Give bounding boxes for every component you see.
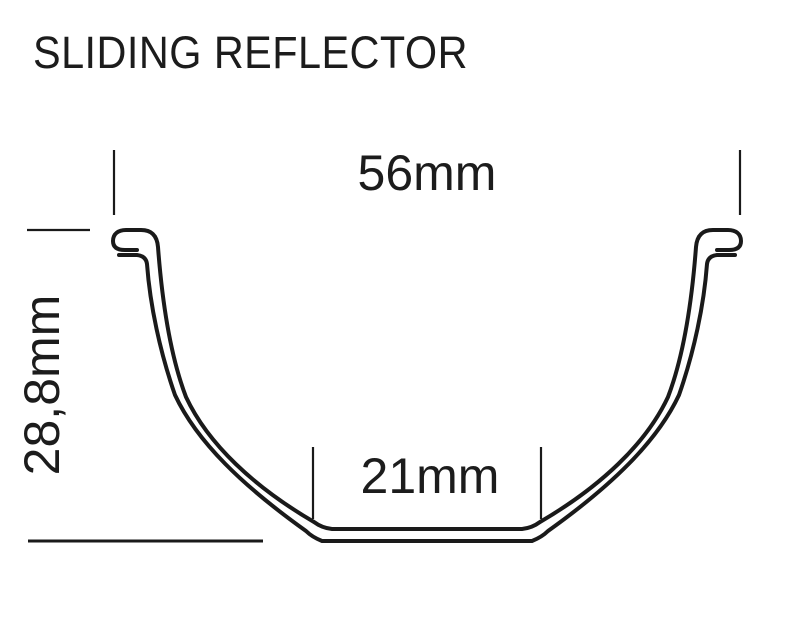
dim-bottom-width-label: 21mm bbox=[360, 448, 500, 504]
dim-height-label: 28,8mm bbox=[14, 294, 70, 476]
profile-inner-contour bbox=[111, 228, 743, 531]
page-title: SLIDING REFLECTOR bbox=[33, 27, 468, 78]
dim-top-width-label: 56mm bbox=[357, 145, 497, 201]
profile-outer-contour bbox=[117, 253, 737, 543]
